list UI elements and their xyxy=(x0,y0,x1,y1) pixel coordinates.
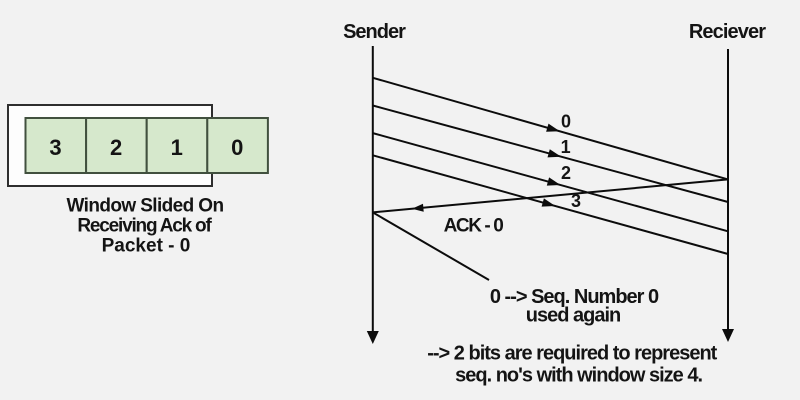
svg-text:--> 2 bits are required to rep: --> 2 bits are required to represent xyxy=(427,343,717,365)
svg-text:used again: used again xyxy=(526,305,620,327)
svg-text:0: 0 xyxy=(561,112,571,132)
svg-text:ACK - 0: ACK - 0 xyxy=(444,216,504,237)
svg-text:seq. no's with window size 4.: seq. no's with window size 4. xyxy=(455,365,702,387)
svg-text:2: 2 xyxy=(110,135,122,160)
svg-text:Reciever: Reciever xyxy=(689,21,766,43)
svg-text:3: 3 xyxy=(571,191,581,211)
svg-text:Window Slided On: Window Slided On xyxy=(67,196,224,217)
svg-text:1: 1 xyxy=(171,135,183,160)
svg-text:2: 2 xyxy=(561,163,571,183)
svg-text:Packet - 0: Packet - 0 xyxy=(102,236,191,257)
svg-text:3: 3 xyxy=(49,135,61,160)
svg-text:0: 0 xyxy=(231,135,243,160)
svg-text:Receiving Ack of: Receiving Ack of xyxy=(77,216,212,237)
svg-text:0 --> Seq. Number 0: 0 --> Seq. Number 0 xyxy=(490,286,659,308)
svg-text:1: 1 xyxy=(561,137,571,157)
svg-text:Sender: Sender xyxy=(343,21,406,43)
